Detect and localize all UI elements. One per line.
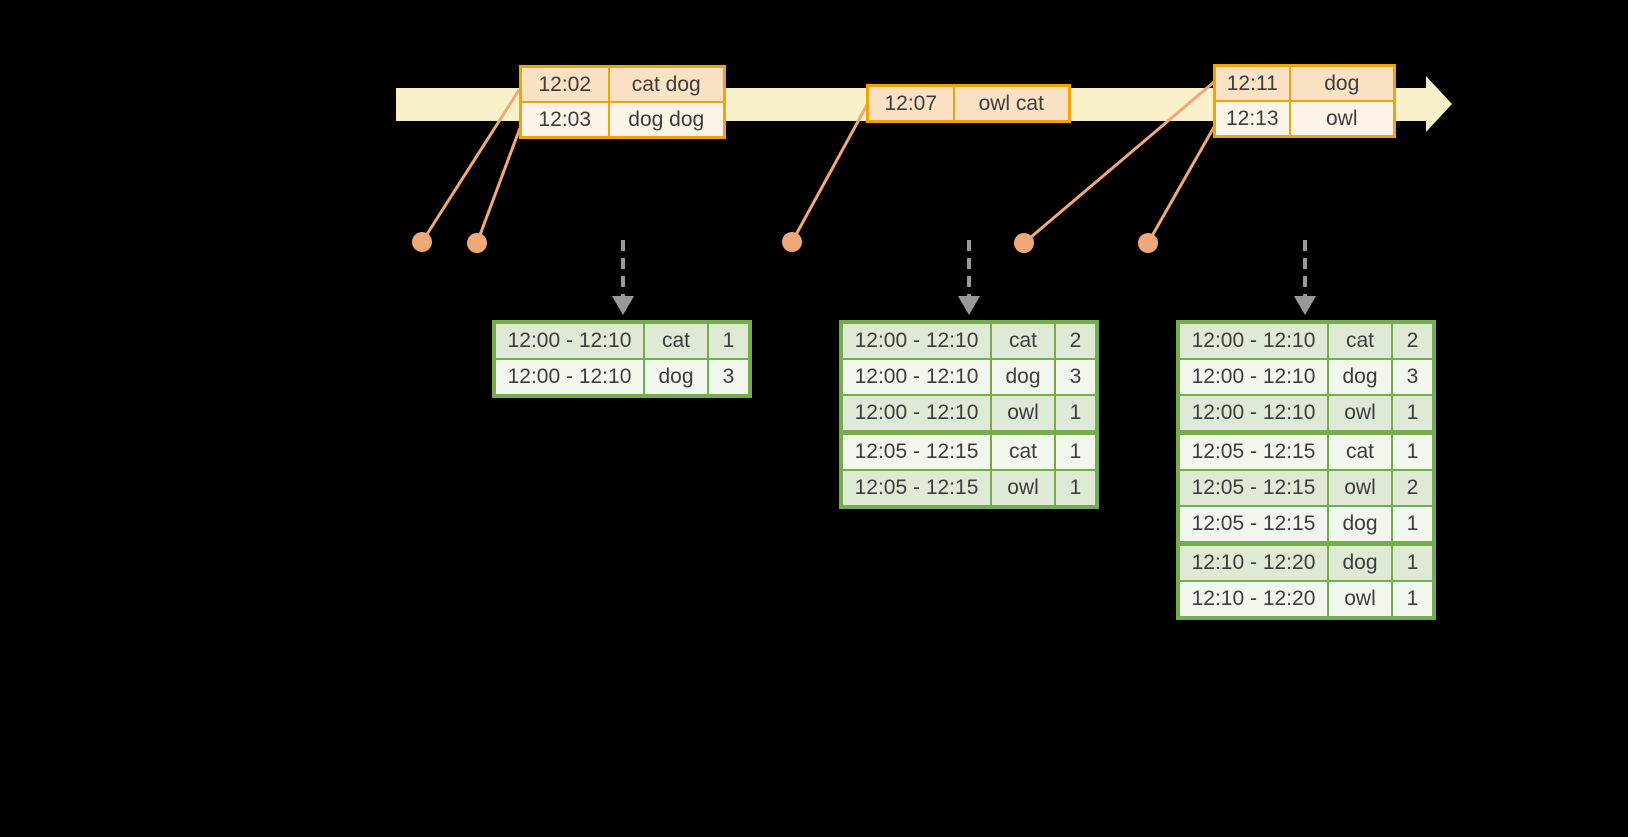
event-time-cell: 12:07 <box>866 84 955 123</box>
event-time-cell: 12:02 <box>519 65 610 103</box>
word-cell: cat <box>990 431 1056 471</box>
record-connector-line <box>790 104 869 243</box>
event-time-cell: 12:11 <box>1213 64 1291 102</box>
window-cell: 12:10 - 12:20 <box>1177 542 1329 582</box>
word-cell: owl <box>990 394 1056 435</box>
count-cell: 1 <box>1391 542 1435 582</box>
window-cell: 12:05 - 12:15 <box>1177 431 1329 471</box>
record-connector-line <box>420 89 521 243</box>
event-time-cell: 12:13 <box>1213 100 1291 138</box>
count-cell: 3 <box>1054 358 1098 396</box>
word-cell: owl <box>990 469 1056 508</box>
record-connector-line <box>1023 80 1215 245</box>
count-cell: 3 <box>1391 358 1435 396</box>
window-cell: 12:05 - 12:15 <box>840 431 992 471</box>
record-dot-icon <box>467 233 487 253</box>
word-cell: dog <box>1327 358 1393 396</box>
count-cell: 1 <box>707 321 751 360</box>
count-cell: 1 <box>1391 394 1435 435</box>
record-dot-icon <box>412 232 432 252</box>
record-dot-icon <box>1014 233 1034 253</box>
trigger-arrowhead-icon <box>612 296 634 315</box>
window-cell: 12:00 - 12:10 <box>1177 358 1329 396</box>
word-cell: cat <box>990 321 1056 360</box>
word-cell: dog <box>643 358 709 397</box>
count-cell: 1 <box>1391 580 1435 619</box>
window-cell: 12:10 - 12:20 <box>1177 580 1329 619</box>
window-cell: 12:00 - 12:10 <box>493 321 645 360</box>
event-time-cell: 12:03 <box>519 101 610 139</box>
count-cell: 1 <box>1054 469 1098 508</box>
word-cell: dog <box>990 358 1056 396</box>
word-cell: cat <box>643 321 709 360</box>
trigger-arrowhead-icon <box>958 296 980 315</box>
count-cell: 1 <box>1054 394 1098 435</box>
count-cell: 1 <box>1054 431 1098 471</box>
word-cell: owl <box>1327 469 1393 507</box>
window-cell: 12:05 - 12:15 <box>1177 469 1329 507</box>
event-words-cell: cat dog <box>607 65 726 103</box>
count-cell: 2 <box>1391 469 1435 507</box>
word-cell: cat <box>1327 321 1393 360</box>
trigger-arrowhead-icon <box>1294 296 1316 315</box>
event-words-cell: owl <box>1288 100 1396 138</box>
record-connector-line <box>1146 126 1216 244</box>
count-cell: 2 <box>1054 321 1098 360</box>
word-cell: owl <box>1327 394 1393 435</box>
event-words-cell: dog dog <box>607 101 726 139</box>
word-cell: owl <box>1327 580 1393 619</box>
count-cell: 3 <box>707 358 751 397</box>
event-words-cell: owl cat <box>952 84 1071 123</box>
window-cell: 12:00 - 12:10 <box>493 358 645 397</box>
event-words-cell: dog <box>1288 64 1396 102</box>
record-dot-icon <box>782 232 802 252</box>
record-connector-line <box>475 127 522 244</box>
window-cell: 12:05 - 12:15 <box>840 469 992 508</box>
word-cell: dog <box>1327 505 1393 546</box>
count-cell: 2 <box>1391 321 1435 360</box>
timeline-arrow-icon <box>1426 76 1452 132</box>
record-dot-icon <box>1138 233 1158 253</box>
word-cell: dog <box>1327 542 1393 582</box>
window-cell: 12:00 - 12:10 <box>840 321 992 360</box>
word-cell: cat <box>1327 431 1393 471</box>
window-cell: 12:00 - 12:10 <box>1177 321 1329 360</box>
window-cell: 12:00 - 12:10 <box>1177 394 1329 435</box>
window-cell: 12:05 - 12:15 <box>1177 505 1329 546</box>
window-cell: 12:00 - 12:10 <box>840 358 992 396</box>
window-cell: 12:00 - 12:10 <box>840 394 992 435</box>
count-cell: 1 <box>1391 431 1435 471</box>
count-cell: 1 <box>1391 505 1435 546</box>
